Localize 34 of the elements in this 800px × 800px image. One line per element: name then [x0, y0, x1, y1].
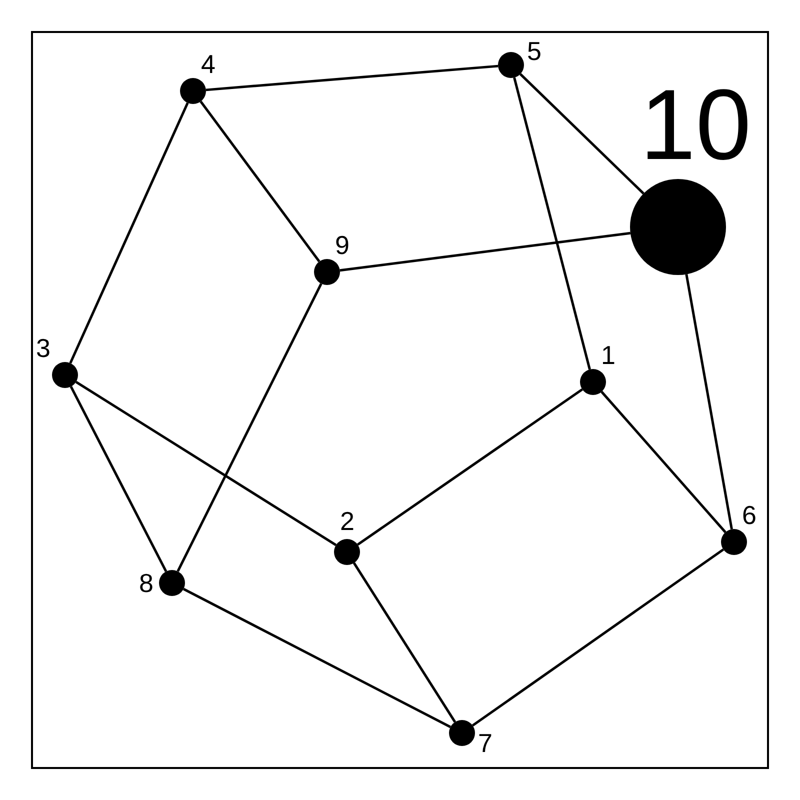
edge-line: [176, 283, 322, 572]
vertex-label: 1: [601, 342, 616, 368]
graph-vertex: [159, 570, 185, 596]
edge-line: [182, 588, 452, 728]
edge-line: [340, 232, 631, 272]
vertex-label: 4: [201, 51, 216, 77]
edge-line: [356, 388, 584, 546]
edge-line: [352, 562, 456, 723]
edge-line: [472, 548, 724, 727]
edge-line: [200, 100, 320, 262]
graph-vertex: [180, 78, 206, 104]
vertex-label: 9: [335, 232, 350, 258]
graph-vertex: [721, 529, 747, 555]
edge-line: [69, 102, 189, 364]
graph-vertex: [498, 52, 524, 78]
graph-vertex: [314, 259, 340, 285]
edge-line: [685, 274, 733, 530]
vertex-label: 2: [340, 508, 354, 534]
edge-line: [519, 73, 644, 194]
vertex-label: 6: [742, 502, 756, 528]
vertex-label: 3: [36, 335, 50, 361]
edge-line: [75, 380, 337, 546]
edge-line: [70, 386, 168, 572]
vertex-label: 5: [527, 38, 542, 64]
graph-vertex: [52, 362, 78, 388]
vertex-label: 8: [139, 570, 154, 596]
edge-line: [513, 77, 591, 370]
vertex-label: 10: [640, 75, 752, 175]
vertex-label: 7: [478, 730, 492, 756]
graph-vertex: [580, 369, 606, 395]
edge-line: [206, 64, 498, 92]
graph-vertex: [334, 539, 360, 565]
edge-line: [600, 390, 726, 534]
graph-vertex: [449, 720, 475, 746]
